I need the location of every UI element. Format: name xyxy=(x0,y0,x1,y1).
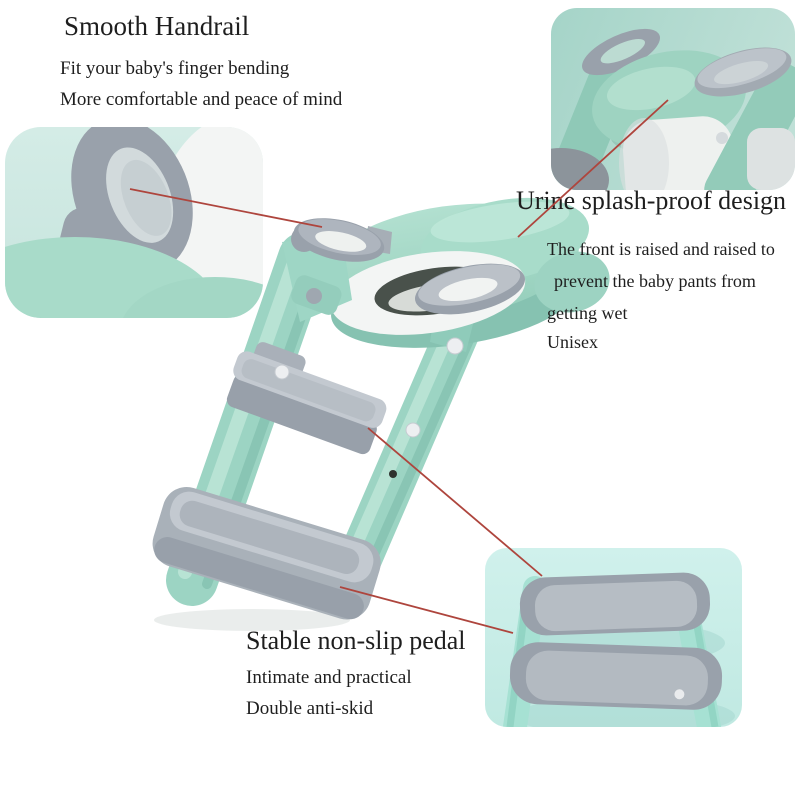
inset-pedal-closeup-photo xyxy=(485,548,742,727)
seat-support-arm xyxy=(430,288,480,352)
pedal-closeup-illustration xyxy=(485,548,742,727)
inset-seat-closeup-photo xyxy=(551,8,795,190)
middle-step xyxy=(226,342,387,455)
handrail-line1: Fit your baby's finger bending xyxy=(60,58,290,79)
inset-handrail-closeup-photo xyxy=(5,127,263,318)
pedal-line1: Intimate and practical xyxy=(246,667,412,688)
splash-line2: prevent the baby pants from xyxy=(554,271,756,291)
seat-closeup-illustration xyxy=(551,8,795,190)
seat-arm-pin xyxy=(446,337,464,355)
seat-ring xyxy=(330,251,526,335)
right-handrail xyxy=(415,263,525,315)
base-pedal xyxy=(152,486,381,620)
bottom-pedal-closeup xyxy=(509,642,723,710)
left-hinge-bracket xyxy=(291,275,342,315)
top-pedal-closeup xyxy=(519,572,711,636)
rail-hinge-pin xyxy=(405,422,421,438)
ladder-right-rail xyxy=(330,300,484,599)
seat-hinge-knob xyxy=(306,288,322,304)
splash-title: Urine splash-proof design xyxy=(516,186,787,215)
seat-left-corner xyxy=(282,236,352,322)
pedal-title: Stable non-slip pedal xyxy=(246,626,466,655)
splash-line1: The front is raised and raised to xyxy=(547,239,775,259)
handrail-line2: More comfortable and peace of mind xyxy=(60,89,343,110)
pedal-line2: Double anti-skid xyxy=(246,698,374,719)
seat-opening xyxy=(374,266,498,316)
handrail-title: Smooth Handrail xyxy=(64,11,250,41)
splash-line3: getting wet xyxy=(547,303,628,323)
rail-adjust-hole xyxy=(389,470,397,478)
smooth-handrail xyxy=(291,218,392,262)
handrail-closeup-illustration xyxy=(5,127,263,318)
step-hinge-pin xyxy=(274,364,290,380)
bucket-side-closeup xyxy=(747,128,795,190)
splash-line4: Unisex xyxy=(547,332,598,352)
